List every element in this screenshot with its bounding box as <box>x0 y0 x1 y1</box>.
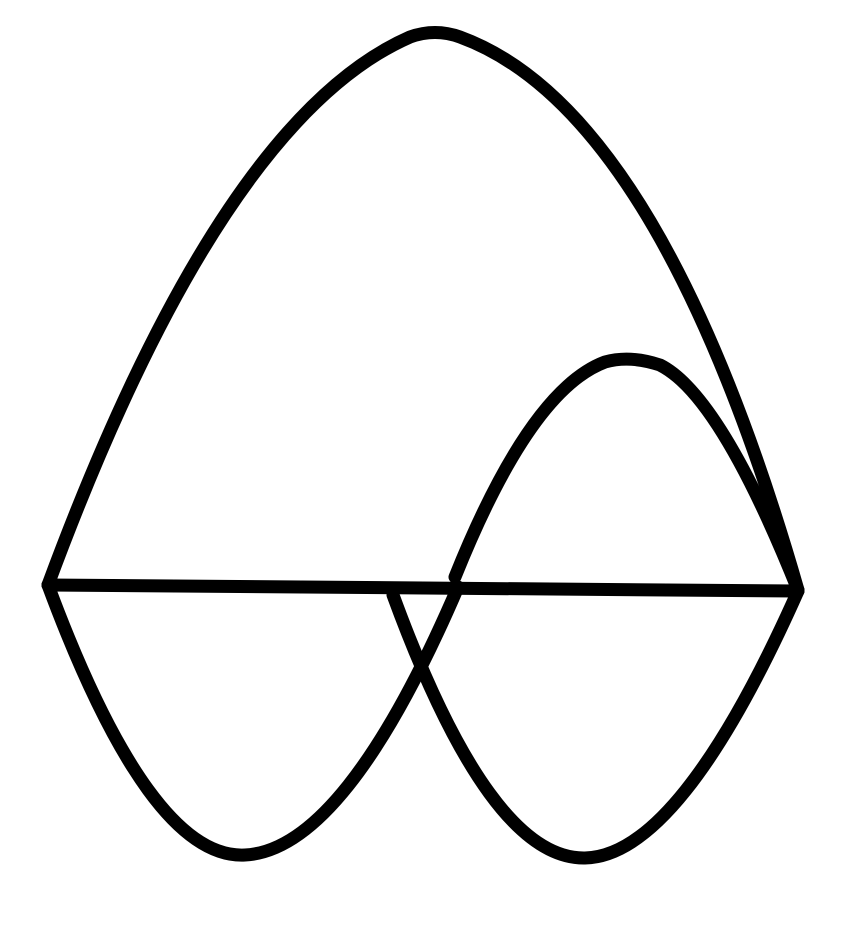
right-lower-arc <box>386 584 805 865</box>
large-top-arc <box>41 26 805 597</box>
horizontal-baseline <box>41 578 805 598</box>
small-inner-arc <box>448 352 805 597</box>
left-lower-arc <box>41 578 465 862</box>
